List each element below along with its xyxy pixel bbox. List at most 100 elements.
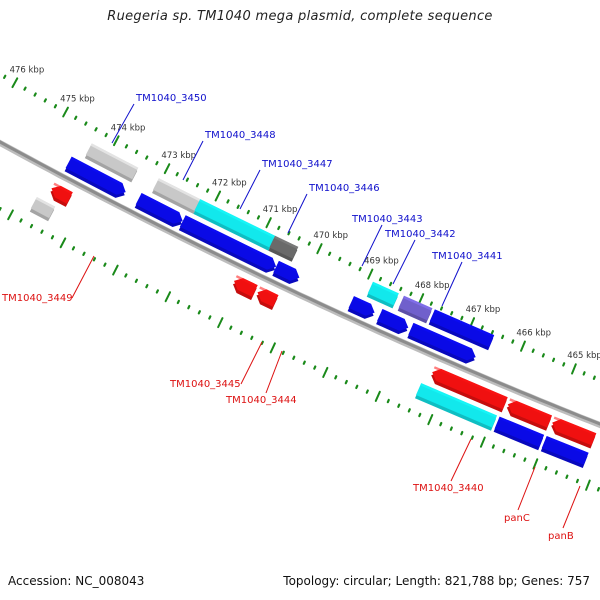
ruler-minor-tick — [71, 246, 76, 251]
ruler-minor-tick — [386, 398, 390, 404]
ruler-minor-tick — [338, 256, 342, 262]
ruler-major-tick — [316, 243, 323, 255]
ruler-minor-tick — [407, 408, 411, 413]
cds-tm1040-3440[interactable] — [431, 366, 508, 413]
cds-panc[interactable] — [506, 398, 552, 431]
ruler-minor-tick — [449, 426, 453, 431]
gene-label-tm1040-3447[interactable]: TM1040_3447 — [261, 159, 333, 170]
ruler-minor-tick — [84, 121, 88, 126]
ruler-major-tick — [322, 366, 329, 378]
gene-tm1040-3449-face — [30, 197, 56, 219]
ruler-minor-tick — [0, 207, 2, 212]
ruler-minor-tick — [328, 251, 332, 257]
ruler-major-tick — [164, 291, 172, 303]
cds-tm1040-3445[interactable] — [233, 275, 258, 301]
cds-tm1040-3441-face — [408, 322, 476, 361]
gene-tm1040-3446[interactable] — [268, 235, 299, 262]
ruler-major-tick — [571, 363, 577, 375]
label-leader-line — [361, 224, 383, 267]
cds-tm1040-3447[interactable] — [178, 215, 277, 273]
ruler-minor-tick — [229, 325, 233, 330]
ruler-major-tick — [59, 237, 67, 249]
cds-panc-highlight — [509, 398, 552, 418]
gene-label-tm1040-3444[interactable]: TM1040_3444 — [225, 395, 297, 406]
gene-label-tm1040-3440[interactable]: TM1040_3440 — [412, 483, 484, 494]
ruler-minor-tick — [260, 340, 264, 346]
gene-tm1040-3446-face — [269, 235, 299, 259]
gene-tm1040-3442[interactable] — [397, 295, 433, 324]
gene-tm1040-3443-highlight — [372, 281, 399, 296]
ruler-minor-tick — [501, 334, 505, 340]
cds-tm1040-3440-face — [432, 368, 508, 410]
cds-tm1040-3442-face — [377, 309, 409, 331]
gene-tm1040-3448[interactable] — [152, 178, 201, 214]
map-title: Ruegeria sp. TM1040 mega plasmid, comple… — [107, 9, 493, 24]
label-leader-line — [441, 261, 463, 307]
cds-tm1040-3446-face — [273, 260, 300, 281]
gene-label-tm1040-3448[interactable]: TM1040_3448 — [204, 130, 276, 141]
gene-label-tm1040-3445[interactable]: TM1040_3445 — [169, 379, 241, 390]
gene-panc[interactable] — [493, 416, 545, 451]
gene-label-panc[interactable]: panC — [504, 513, 530, 524]
ruler-minor-tick — [365, 389, 369, 394]
ruler-minor-tick — [596, 487, 600, 492]
gene-tm1040-3447-face — [194, 199, 275, 248]
gene-panc-face — [494, 416, 545, 447]
cds-tm1040-3441[interactable] — [407, 322, 476, 364]
ruler-minor-tick — [512, 453, 516, 458]
cds-tm1040-3450[interactable] — [64, 156, 126, 198]
ruler-minor-tick — [348, 261, 352, 267]
gene-tm1040-3442-highlight — [403, 295, 433, 311]
ruler-minor-tick — [92, 257, 97, 262]
cds-panb[interactable] — [551, 416, 597, 449]
ruler-minor-tick — [307, 241, 311, 246]
cds-tm1040-3449[interactable] — [50, 182, 73, 207]
ruler-minor-tick — [491, 444, 495, 449]
gene-label-tm1040-3443[interactable]: TM1040_3443 — [351, 214, 423, 225]
gene-label-tm1040-3442[interactable]: TM1040_3442 — [384, 229, 456, 240]
ruler-minor-tick — [544, 466, 548, 471]
ruler-minor-tick — [592, 375, 596, 381]
ruler-minor-tick — [541, 353, 545, 358]
cds-tm1040-3444[interactable] — [256, 286, 279, 310]
ruler-label: 473 kbp — [161, 151, 196, 161]
gene-label-panb[interactable]: panB — [548, 531, 574, 542]
ruler-minor-tick — [531, 348, 535, 353]
gene-tm1040-3449[interactable] — [29, 197, 56, 222]
ruler-minor-tick — [53, 104, 58, 109]
label-leader-line — [239, 169, 261, 210]
gene-tm1040-3443[interactable] — [366, 281, 399, 309]
cds-tm1040-3442[interactable] — [376, 309, 409, 335]
ruler-label: 471 kbp — [263, 205, 298, 215]
ruler-label: 465 kbp — [567, 351, 600, 361]
ruler-minor-tick — [292, 355, 296, 360]
cds-tm1040-3448[interactable] — [134, 193, 183, 227]
gene-tm1040-3440[interactable] — [415, 383, 497, 431]
ruler-minor-tick — [554, 470, 558, 475]
gene-label-tm1040-3450[interactable]: TM1040_3450 — [135, 93, 207, 104]
gene-panb[interactable] — [540, 436, 589, 468]
ruler-minor-tick — [502, 448, 506, 454]
ruler-minor-tick — [562, 362, 566, 367]
ruler-minor-tick — [185, 177, 190, 182]
label-leader-line — [182, 140, 204, 181]
cds-tm1040-3443[interactable] — [347, 296, 375, 319]
ruler-minor-tick — [195, 182, 200, 188]
gene-tm1040-3447[interactable] — [193, 199, 275, 251]
ruler-major-tick — [214, 190, 222, 202]
ruler-minor-tick — [29, 223, 34, 229]
ruler-minor-tick — [409, 291, 413, 297]
gene-label-tm1040-3446[interactable]: TM1040_3446 — [308, 183, 380, 194]
ruler-minor-tick — [397, 403, 401, 408]
ruler-minor-tick — [281, 350, 285, 356]
ruler-minor-tick — [145, 283, 149, 289]
gene-label-tm1040-3449[interactable]: TM1040_3449 — [1, 293, 73, 304]
cds-tm1040-3446[interactable] — [272, 260, 300, 284]
gene-tm1040-3441[interactable] — [428, 309, 495, 351]
gene-tm1040-3450[interactable] — [84, 143, 139, 183]
gene-label-tm1040-3441[interactable]: TM1040_3441 — [431, 251, 503, 262]
ruler-major-tick — [112, 264, 119, 276]
ruler-label: 467 kbp — [466, 305, 501, 315]
